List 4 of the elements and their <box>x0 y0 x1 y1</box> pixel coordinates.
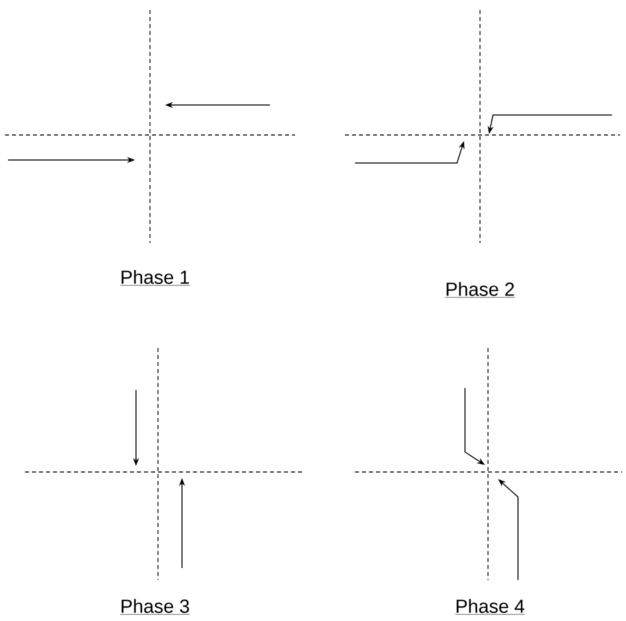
phase-label: Phase 2 <box>444 282 516 298</box>
phase-label: Phase 4 <box>454 599 526 615</box>
phase-label: Phase 3 <box>120 599 190 615</box>
phase-label: Phase 1 <box>120 270 190 286</box>
